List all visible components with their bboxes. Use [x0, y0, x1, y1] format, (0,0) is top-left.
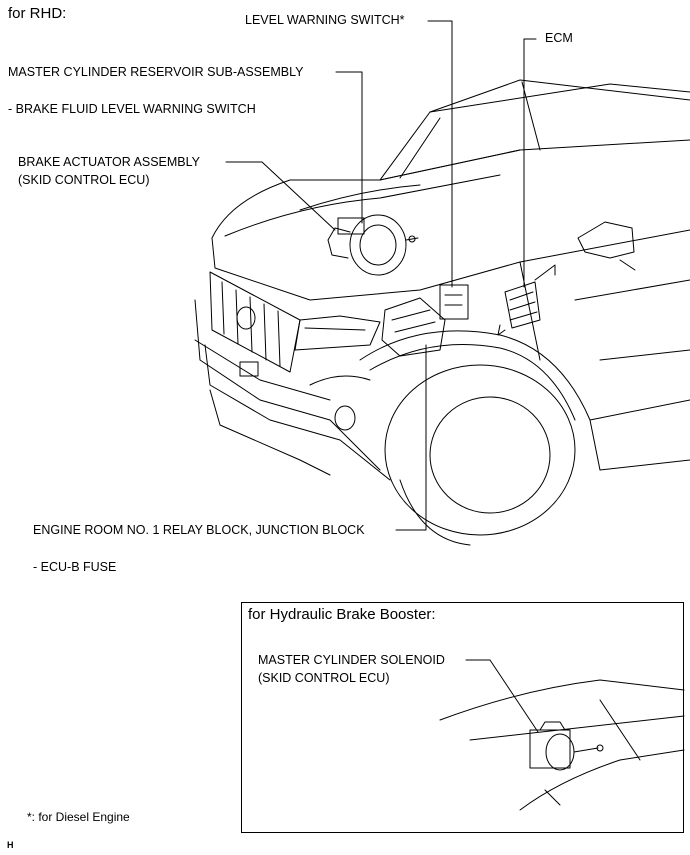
side-mirror [577, 221, 635, 259]
label-brake-actuator-ecu: (SKID CONTROL ECU) [18, 173, 150, 187]
label-master-cylinder-reservoir: MASTER CYLINDER RESERVOIR SUB-ASSEMBLY [8, 65, 304, 79]
relay-block-part [381, 297, 446, 357]
windshield-outline [379, 79, 690, 181]
brake-booster [349, 214, 407, 276]
leader-solenoid [465, 659, 539, 733]
page-title: for RHD: [8, 5, 67, 22]
ecm-part [504, 281, 541, 329]
fog-lamp [334, 405, 356, 431]
front-bumper [194, 299, 381, 471]
hood-outline [211, 149, 521, 239]
level-warning-switch-part [439, 284, 469, 320]
leader-level-switch [427, 20, 453, 288]
grille-outline [209, 271, 301, 373]
inset-title: for Hydraulic Brake Booster: [248, 606, 436, 623]
corner-mark: H [7, 840, 14, 850]
leader-ecm [523, 38, 537, 288]
label-brake-actuator: BRAKE ACTUATOR ASSEMBLY [18, 155, 201, 169]
label-ecm: ECM [545, 31, 573, 45]
emblem [236, 306, 256, 330]
label-engine-room-relay: ENGINE ROOM NO. 1 RELAY BLOCK, JUNCTION … [33, 523, 365, 537]
roof-line [429, 83, 690, 113]
label-solenoid-ecu: (SKID CONTROL ECU) [258, 671, 390, 685]
label-level-warning-switch: LEVEL WARNING SWITCH* [245, 13, 405, 27]
leader-brake-actuator [225, 161, 336, 231]
front-wheel [384, 364, 576, 536]
label-master-cylinder-solenoid: MASTER CYLINDER SOLENOID [258, 653, 445, 667]
leader-master-cylinder [335, 71, 363, 224]
leader-relay-block [395, 344, 427, 531]
footnote: *: for Diesel Engine [27, 810, 130, 824]
label-brake-fluid-level-switch: - BRAKE FLUID LEVEL WARNING SWITCH [8, 102, 256, 116]
label-ecu-b-fuse: - ECU-B FUSE [33, 560, 117, 574]
solenoid-part [529, 729, 571, 769]
front-fender [359, 330, 601, 471]
hydraulic-brake-booster-inset [241, 602, 684, 833]
